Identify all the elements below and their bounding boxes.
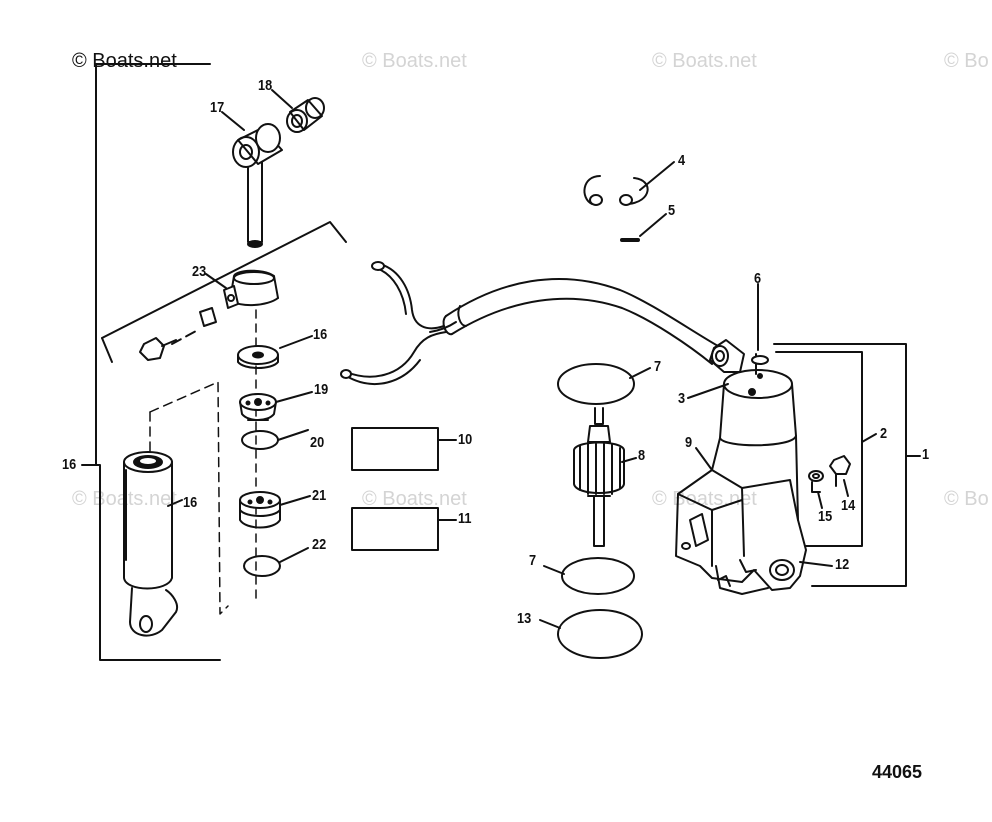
frame-line <box>101 337 113 363</box>
cable-conduit <box>442 277 719 365</box>
o-ring <box>557 363 635 405</box>
leader-line <box>687 383 729 399</box>
leader-line <box>695 447 713 471</box>
decal <box>351 507 439 551</box>
callout-18: 18 <box>258 77 273 94</box>
leader-line <box>817 491 823 509</box>
leader-line <box>275 391 313 403</box>
callout-15: 15 <box>818 508 833 525</box>
watermark: © Bo <box>944 50 989 72</box>
leader-line <box>277 429 309 441</box>
dashed-outline <box>149 381 229 615</box>
callout-4: 4 <box>678 152 686 169</box>
callout-3: 3 <box>678 390 686 407</box>
wire-harness <box>340 261 457 385</box>
leader-line <box>543 565 565 575</box>
leader-line <box>639 213 667 237</box>
callout-8: 8 <box>638 447 646 464</box>
lock-washer <box>808 470 824 493</box>
cap <box>239 393 277 421</box>
centerline <box>171 329 199 345</box>
callout-16: 16 <box>62 456 77 473</box>
screw <box>829 455 851 487</box>
leader-line <box>271 89 293 109</box>
leader-line <box>539 619 561 629</box>
callout-11: 11 <box>458 510 472 527</box>
armature <box>573 407 625 547</box>
washer <box>237 345 279 369</box>
callout-21: 21 <box>312 487 327 504</box>
callout-22: 22 <box>312 536 327 553</box>
o-ring <box>243 555 281 577</box>
leader-line <box>639 161 675 191</box>
callout-10: 10 <box>458 431 473 448</box>
pump-motor <box>675 339 807 595</box>
callout-2: 2 <box>880 425 888 442</box>
callout-16: 16 <box>313 326 328 343</box>
trim-cylinder <box>123 451 178 637</box>
callout-17: 17 <box>210 99 225 116</box>
callout-7: 7 <box>529 552 537 569</box>
callout-20: 20 <box>310 434 325 451</box>
leader-line <box>205 273 227 289</box>
leader-line <box>799 561 833 567</box>
decal <box>351 427 439 471</box>
callout-12: 12 <box>835 556 850 573</box>
callout-23: 23 <box>192 263 207 280</box>
watermark: © Boats.net <box>362 488 467 510</box>
callout-13: 13 <box>517 610 532 627</box>
watermark: © Boats.net <box>362 50 467 72</box>
callout-9: 9 <box>685 434 693 451</box>
clamp <box>223 269 279 309</box>
bracket-line <box>773 343 907 587</box>
bushing <box>286 97 325 133</box>
watermark: © Bo <box>944 488 989 510</box>
leader-line <box>279 495 311 506</box>
figure-number: 44065 <box>872 762 923 782</box>
leader-line <box>861 433 877 443</box>
watermark: © Boats.net <box>72 50 177 72</box>
callout-16: 16 <box>183 494 198 511</box>
frame-line <box>101 221 347 339</box>
bracket-line <box>95 464 221 661</box>
o-ring <box>561 557 635 595</box>
bracket-line <box>775 351 863 547</box>
square-nut <box>199 307 217 327</box>
callout-6: 6 <box>754 270 762 287</box>
leader-line <box>279 335 313 349</box>
callout-14: 14 <box>841 497 856 514</box>
leader-line <box>629 367 651 379</box>
hex-bolt <box>139 337 177 361</box>
pin-with-bushing <box>232 123 283 248</box>
retaining-clips <box>583 175 649 206</box>
callout-19: 19 <box>314 381 329 398</box>
callout-1: 1 <box>922 446 930 463</box>
callout-7: 7 <box>654 358 662 375</box>
leader-line <box>279 547 309 563</box>
leader-line <box>167 499 183 507</box>
o-ring <box>557 609 643 659</box>
leader-line <box>621 457 637 463</box>
o-ring <box>241 430 279 450</box>
watermark: © Boats.net <box>652 50 757 72</box>
leader-line <box>843 479 849 497</box>
callout-5: 5 <box>668 202 676 219</box>
piston <box>239 491 281 529</box>
leader-line <box>221 111 245 131</box>
